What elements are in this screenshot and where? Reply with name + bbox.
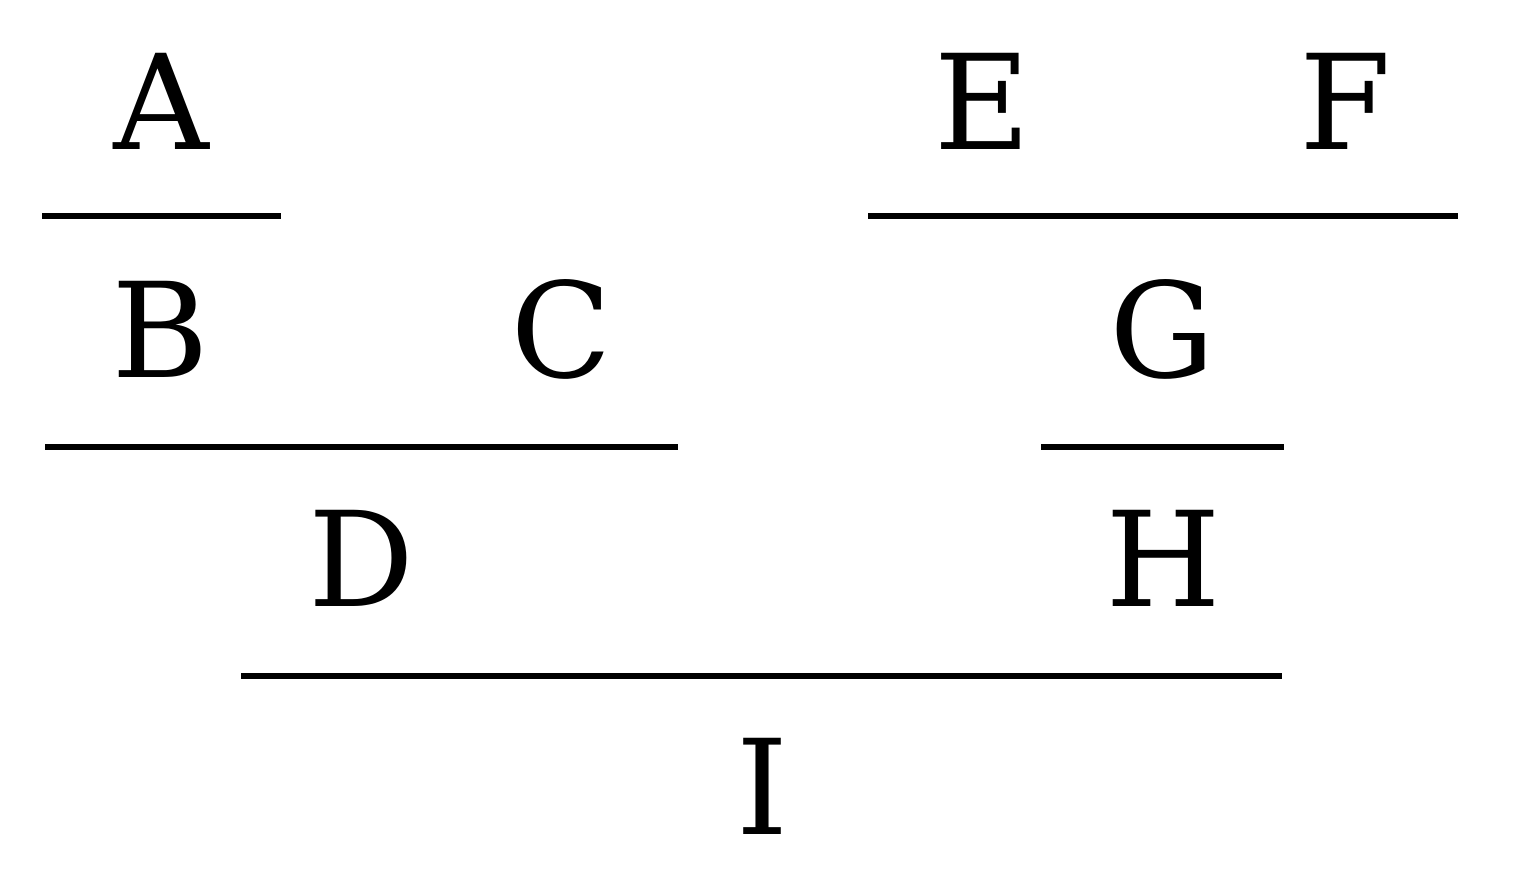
formula-c: C bbox=[511, 255, 612, 409]
formula-d: D bbox=[308, 484, 414, 638]
formula-h: H bbox=[1105, 484, 1220, 638]
formula-e: E bbox=[934, 27, 1030, 181]
formula-b: B bbox=[111, 255, 208, 409]
formula-a: A bbox=[112, 27, 210, 181]
formula-f: F bbox=[1299, 27, 1391, 181]
formula-g: G bbox=[1109, 255, 1214, 409]
formula-i: I bbox=[736, 712, 788, 866]
